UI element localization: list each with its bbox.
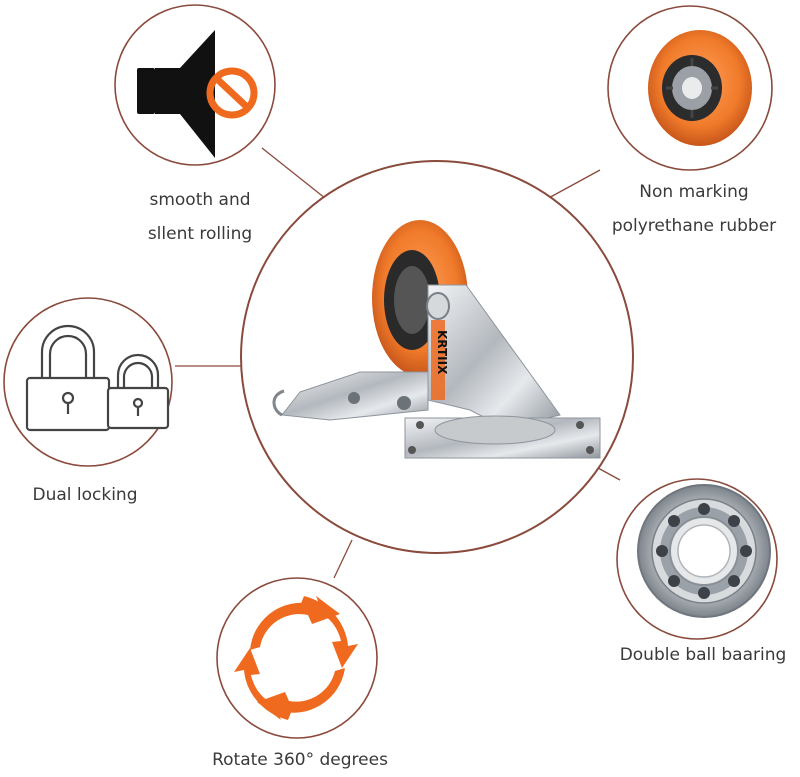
feature-label-smooth-line1: smooth and — [149, 190, 251, 210]
padlock-icon — [25, 324, 170, 432]
ball-bearing-icon — [637, 484, 771, 618]
feature-label-bearing: Double ball baaring — [619, 645, 787, 665]
orange-wheel-icon — [648, 30, 752, 146]
feature-label-nonmarking: Non marking polyrethane rubber — [588, 175, 800, 243]
feature-label-rotate: Rotate 360° degrees — [212, 750, 388, 770]
feature-label-nonmarking-line2: polyrethane rubber — [611, 216, 777, 236]
feature-label-smooth-line2: sllent rolling — [147, 224, 253, 244]
muted-speaker-icon — [137, 30, 258, 158]
product-brand-text: KRTIIX — [435, 330, 449, 375]
feature-label-nonmarking-line1: Non marking — [639, 182, 749, 202]
feature-label-dual: Dual locking — [32, 485, 138, 505]
feature-label-smooth: smooth and sllent rolling — [120, 183, 280, 251]
swivel-caster-wheel: KRTIIX — [272, 220, 601, 459]
rotate-arrows-icon — [234, 596, 358, 720]
